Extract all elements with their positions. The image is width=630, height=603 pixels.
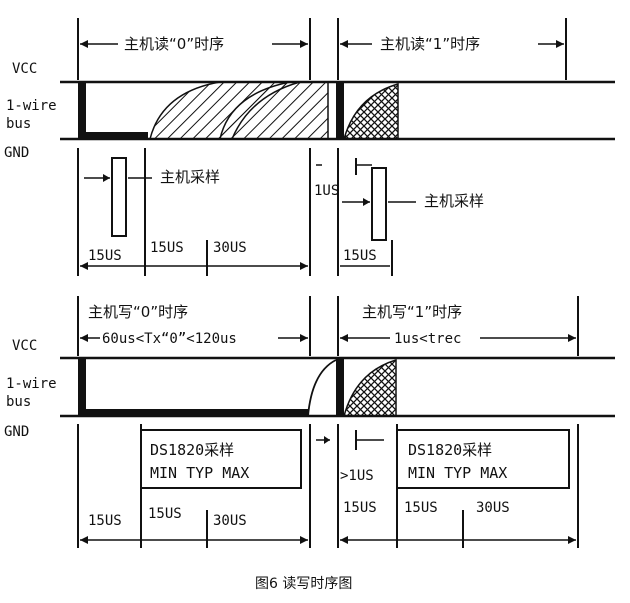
read0-sample-window: [111, 157, 127, 237]
write1-ds1820-box: [396, 429, 570, 489]
write-15us-a: 15US: [88, 513, 122, 529]
read-bus-label-1: 1-wire: [6, 98, 57, 114]
read-15us-b: 15US: [150, 240, 184, 256]
read1-sample-window: [371, 167, 387, 241]
read1-sample-label: 主机采样: [424, 192, 484, 210]
read0-pulldown-edge: [78, 82, 86, 139]
read-bus-label-2: bus: [6, 116, 31, 132]
write1-dim-arrowhead-left: [340, 536, 348, 544]
read1-arrowhead-right: [556, 40, 564, 48]
read0-hatched-region-2: [219, 81, 329, 140]
write0-dim-arrowhead-left: [80, 536, 88, 544]
write1-ds1820-label: DS1820采样: [408, 441, 492, 459]
write1-pulldown-edge: [336, 358, 344, 416]
read-15us-right: 15US: [343, 248, 377, 264]
write-bus-label-2: bus: [6, 394, 31, 410]
write0-pulldown-edge: [78, 358, 86, 416]
write-gt1us-label: >1US: [340, 468, 374, 484]
read-section: 主机读“0”时序 主机读“1”时序 VCC 1-wire bus GND 主机采…: [4, 18, 615, 276]
read-15us-a: 15US: [88, 248, 122, 264]
write1-range: 1us<trec: [394, 331, 461, 347]
write-15us-b: 15US: [148, 506, 182, 522]
write-section: 主机写“0”时序 主机写“1”时序 60us<Tx“0”<120us 1us<t…: [4, 296, 615, 548]
write-gnd-label: GND: [4, 424, 29, 440]
read-1us-label: 1US: [314, 183, 339, 199]
write-vcc-label: VCC: [12, 338, 37, 354]
read0-arrowhead-left: [80, 40, 88, 48]
write1-title: 主机写“1”时序: [362, 303, 462, 321]
read-30us: 30US: [213, 240, 247, 256]
read0-sample-arrowhead: [103, 174, 110, 182]
write1-arrowhead-left: [340, 334, 348, 342]
write0-ds1820-label: DS1820采样: [150, 441, 234, 459]
read1-arrowhead-left: [340, 40, 348, 48]
read0-dim-arrowhead-right: [300, 262, 308, 270]
write0-recovery-edge: [307, 359, 337, 417]
read0-dim-arrowhead-left: [80, 262, 88, 270]
write0-range: 60us<Tx“0”<120us: [102, 331, 237, 347]
write0-ds1820-box: [140, 429, 302, 489]
figure-caption: 图6 读写时序图: [255, 575, 352, 592]
write1-dim-arrowhead-right: [568, 536, 576, 544]
read-vcc-label: VCC: [12, 61, 37, 77]
write0-dim-arrowhead-right: [300, 536, 308, 544]
write0-ds1820-minmax: MIN TYP MAX: [150, 464, 249, 482]
read0-sample-label: 主机采样: [160, 168, 220, 186]
write-15us-right-b: 15US: [404, 500, 438, 516]
write0-title: 主机写“0”时序: [88, 303, 188, 321]
read0-title: 主机读“0”时序: [124, 35, 224, 53]
write0-arrowhead-left: [80, 334, 88, 342]
read1-title: 主机读“1”时序: [380, 35, 480, 53]
read1-pulldown-edge: [336, 82, 344, 139]
read0-low-level: [78, 132, 148, 139]
write1-hatched-region: [343, 358, 397, 417]
write0-arrowhead-right: [300, 334, 308, 342]
read1-hatched-region: [343, 83, 399, 140]
read1-sample-arrowhead: [363, 198, 370, 206]
write-30us: 30US: [213, 513, 247, 529]
write1-ds1820-minmax: MIN TYP MAX: [408, 464, 507, 482]
write-gap-arrowhead: [324, 436, 330, 444]
write1-arrowhead-right: [568, 334, 576, 342]
read0-arrowhead-right: [300, 40, 308, 48]
write0-low-level: [78, 409, 308, 416]
read-gnd-label: GND: [4, 145, 29, 161]
write-30us-right: 30US: [476, 500, 510, 516]
write-15us-right-a: 15US: [343, 500, 377, 516]
write-bus-label-1: 1-wire: [6, 376, 57, 392]
